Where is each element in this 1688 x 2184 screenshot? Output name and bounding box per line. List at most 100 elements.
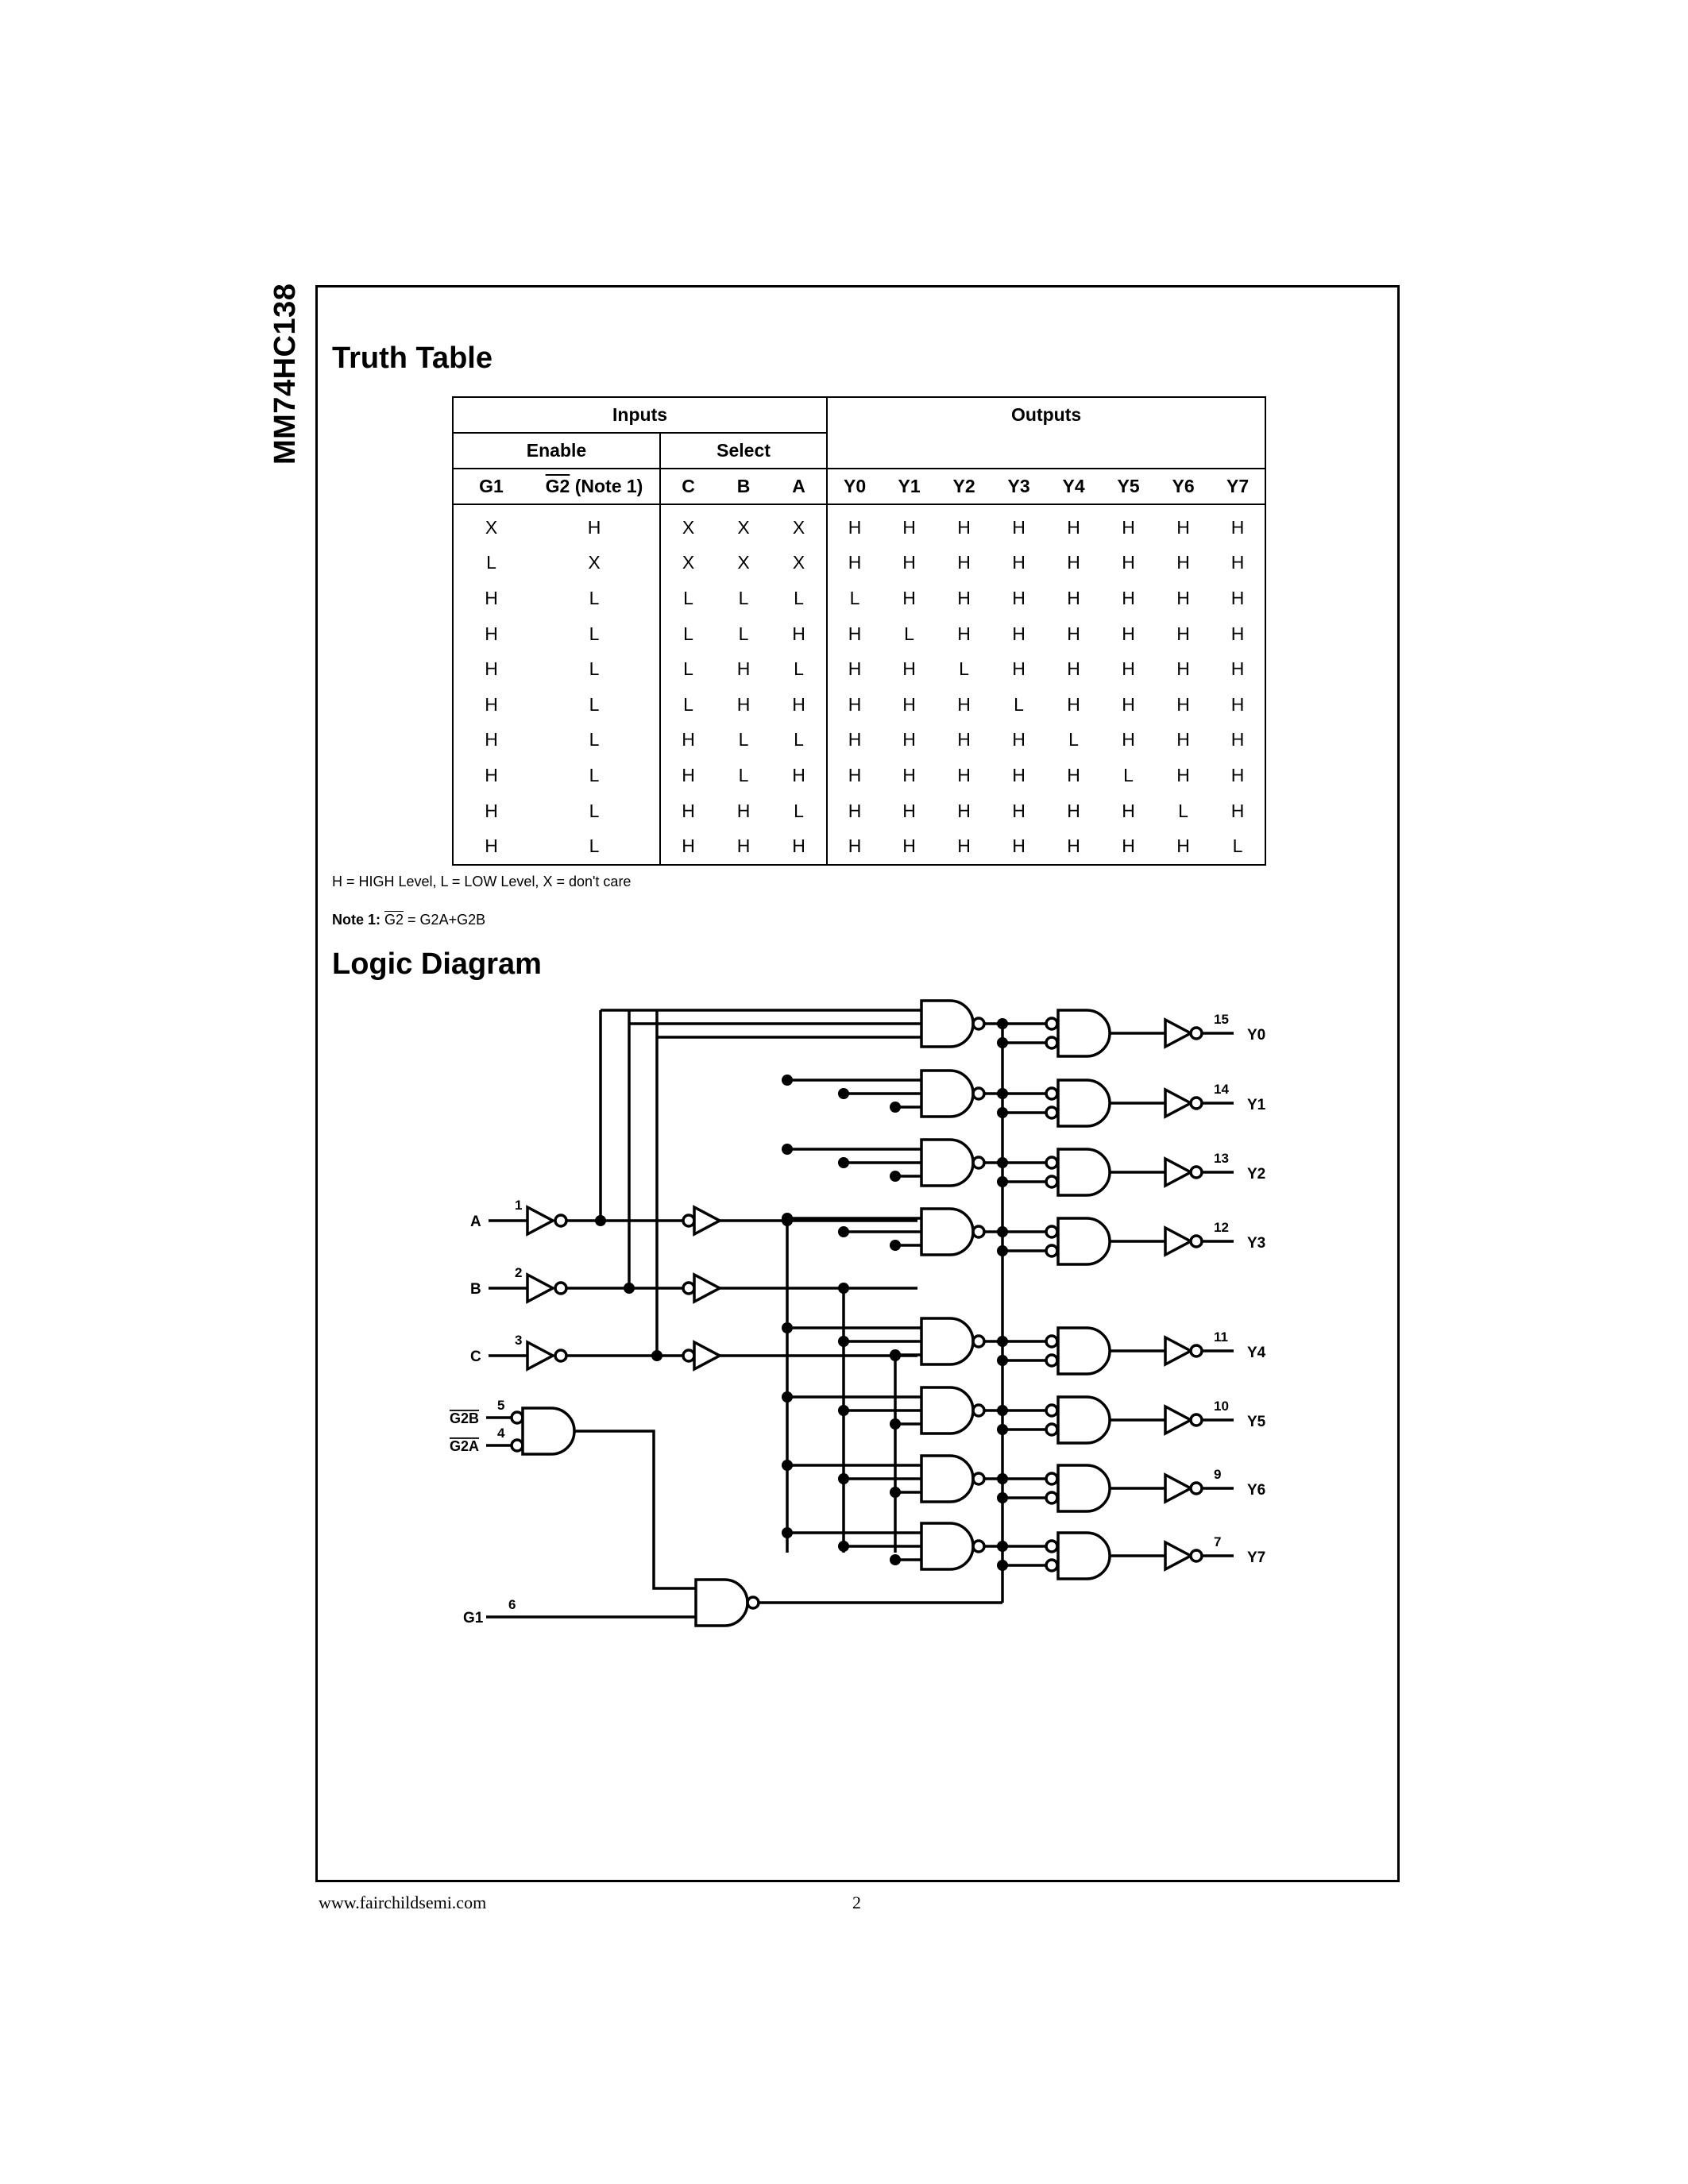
output-and-4 (1056, 1326, 1111, 1376)
output-pin-y6: 9 (1214, 1467, 1221, 1482)
note-1-label: Note 1: (332, 912, 381, 928)
col-g2-note: (Note 1) (570, 476, 643, 496)
table-cell: H (792, 693, 805, 715)
inversion-bubble (510, 1438, 524, 1453)
table-cell: H (957, 516, 971, 538)
junction-dot (782, 1213, 793, 1224)
junction-dot (890, 1554, 901, 1565)
table-cell: L (589, 764, 600, 785)
table-cell: H (902, 658, 916, 680)
table-cell: H (452, 615, 529, 652)
table-cell: L (589, 587, 600, 608)
inversion-bubble (682, 1214, 696, 1228)
table-cell: H (826, 793, 883, 829)
table-cell: H (771, 828, 828, 866)
output-pin-y1: 14 (1214, 1082, 1229, 1097)
table-cell: L (1068, 729, 1079, 751)
table-cell: L (1178, 800, 1188, 821)
note-1: Note 1: G2 = G2A+G2B (332, 912, 485, 928)
table-cell: H (587, 516, 601, 538)
table-cell: H (452, 758, 529, 793)
table-cell: L (738, 587, 749, 608)
output-label-y0: Y0 (1247, 1027, 1265, 1044)
table-cell: L (589, 623, 600, 644)
inversion-bubble (554, 1349, 568, 1363)
table-cell: L (589, 658, 600, 680)
table-cell: H (1012, 587, 1026, 608)
output-pin-y0: 15 (1214, 1012, 1229, 1027)
table-cell: L (738, 729, 749, 751)
table-cell: H (882, 828, 937, 866)
junction-dot (890, 1171, 901, 1182)
table-cell: L (529, 828, 660, 866)
table-cell: H (1211, 504, 1267, 546)
content-frame (315, 285, 1400, 1882)
output-and-1 (1056, 1078, 1111, 1128)
inversion-bubble (1189, 1344, 1203, 1358)
table-cell: H (1046, 828, 1102, 866)
inverter-buffer (693, 1272, 723, 1304)
output-buffer-1 (1164, 1087, 1194, 1119)
inversion-bubble (510, 1410, 524, 1425)
table-cell: H (452, 793, 529, 829)
inversion-bubble (971, 1225, 986, 1239)
table-cell: L (794, 658, 804, 680)
enable-label-g1: G1 (463, 1610, 484, 1626)
table-cell: H (659, 793, 716, 829)
enable-wire (574, 1430, 696, 1590)
table-cell: L (589, 729, 600, 751)
table-cell: H (957, 623, 971, 644)
table-cell: H (1211, 758, 1267, 793)
junction-dot (782, 1527, 793, 1538)
input-buffer (526, 1272, 556, 1304)
table-cell: H (1176, 552, 1190, 573)
table-cell: H (1211, 686, 1267, 723)
truth-table-legend: H = HIGH Level, L = LOW Level, X = don't… (332, 874, 632, 889)
enable-label-g2a: G2A (450, 1438, 479, 1454)
inversion-bubble (682, 1281, 696, 1295)
inversion-bubble (1189, 1413, 1203, 1427)
truth-table: Inputs Outputs Enable Select G1 G2 (Note… (451, 396, 1267, 866)
table-cell: L (589, 693, 600, 715)
input-label-b: B (470, 1281, 481, 1298)
table-cell: H (452, 651, 529, 687)
col-output: Y0 (826, 469, 883, 505)
table-cell: L (659, 615, 716, 652)
table-cell: L (659, 686, 716, 723)
table-cell: H (1122, 552, 1135, 573)
table-cell: H (957, 764, 971, 785)
table-cell: H (452, 722, 529, 758)
table-cell: H (902, 800, 916, 821)
header-enable: Enable (452, 433, 660, 469)
decode-nand-1 (920, 1069, 975, 1118)
table-cell: H (991, 828, 1047, 866)
table-cell: H (1067, 693, 1080, 715)
table-cell: H (659, 722, 716, 758)
inversion-bubble (971, 1539, 986, 1553)
table-cell: H (902, 729, 916, 751)
col-g2: G2 (Note 1) (529, 469, 660, 505)
footer-url: www.fairchildsemi.com (319, 1893, 487, 1912)
decode-nand-5 (920, 1386, 975, 1435)
output-label-y2: Y2 (1247, 1166, 1265, 1183)
table-cell: H (1067, 516, 1080, 538)
output-and-3 (1056, 1217, 1111, 1266)
table-cell: H (1067, 552, 1080, 573)
col-a: A (771, 469, 828, 505)
inversion-bubble (1045, 1244, 1059, 1258)
table-cell: X (737, 552, 750, 573)
page-number: 2 (852, 1893, 861, 1912)
junction-dot (782, 1460, 793, 1471)
inversion-bubble (1045, 1086, 1059, 1101)
table-cell: H (937, 828, 992, 866)
input-buffer (526, 1205, 556, 1237)
table-cell: X (659, 504, 716, 546)
output-buffer-4 (1164, 1335, 1194, 1367)
table-cell: H (1122, 658, 1135, 680)
table-cell: H (1176, 764, 1190, 785)
table-cell: H (1211, 581, 1267, 616)
inversion-bubble (1045, 1106, 1059, 1120)
table-cell: H (826, 651, 883, 687)
inversion-bubble (1045, 1403, 1059, 1418)
